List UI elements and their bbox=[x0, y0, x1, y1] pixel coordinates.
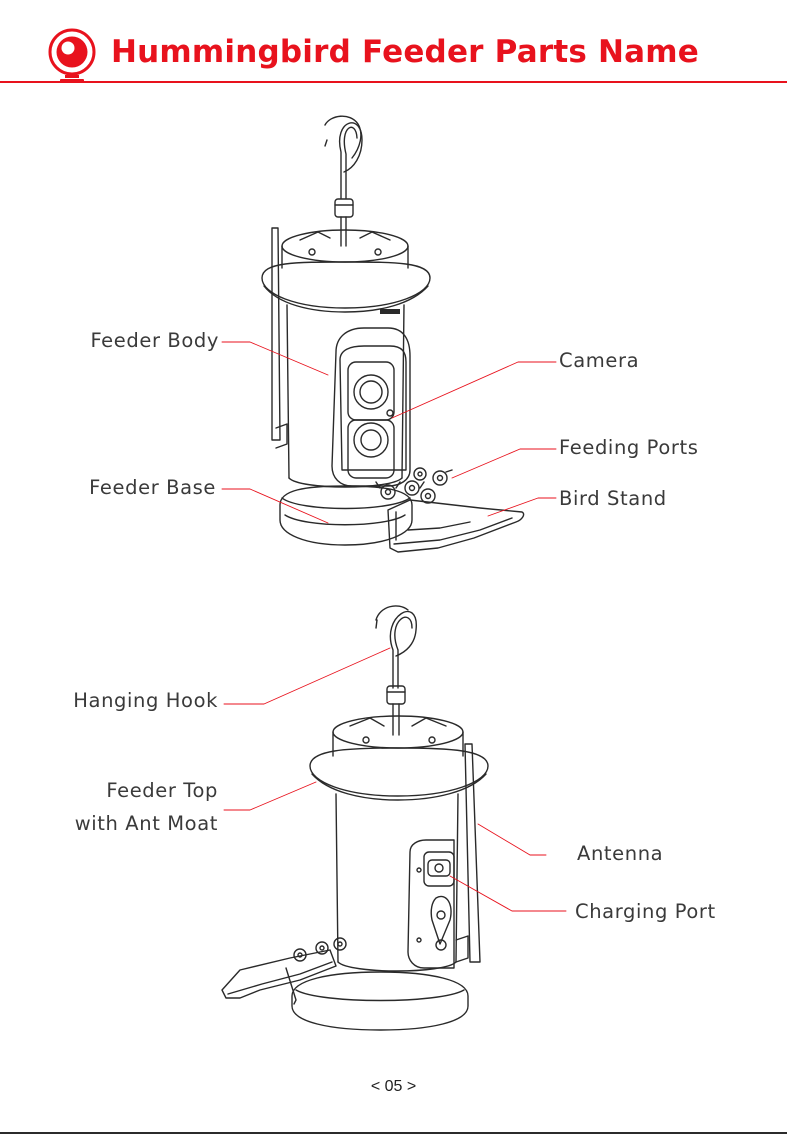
label-bird-stand: Bird Stand bbox=[559, 485, 667, 512]
label-feeder-top-line1: Feeder Top bbox=[106, 777, 218, 804]
feeder-rear-view bbox=[222, 606, 488, 1030]
label-feeder-body: Feeder Body bbox=[90, 327, 219, 354]
label-antenna: Antenna bbox=[577, 840, 663, 867]
label-camera: Camera bbox=[559, 347, 639, 374]
label-hanging-hook: Hanging Hook bbox=[73, 687, 218, 714]
label-feeder-top-line2: with Ant Moat bbox=[75, 810, 218, 837]
label-feeding-ports: Feeding Ports bbox=[559, 434, 699, 461]
page-number: < 05 > bbox=[0, 1078, 787, 1096]
feeder-front-view bbox=[262, 116, 524, 552]
label-charging-port: Charging Port bbox=[575, 898, 716, 925]
label-feeder-base: Feeder Base bbox=[89, 474, 216, 501]
